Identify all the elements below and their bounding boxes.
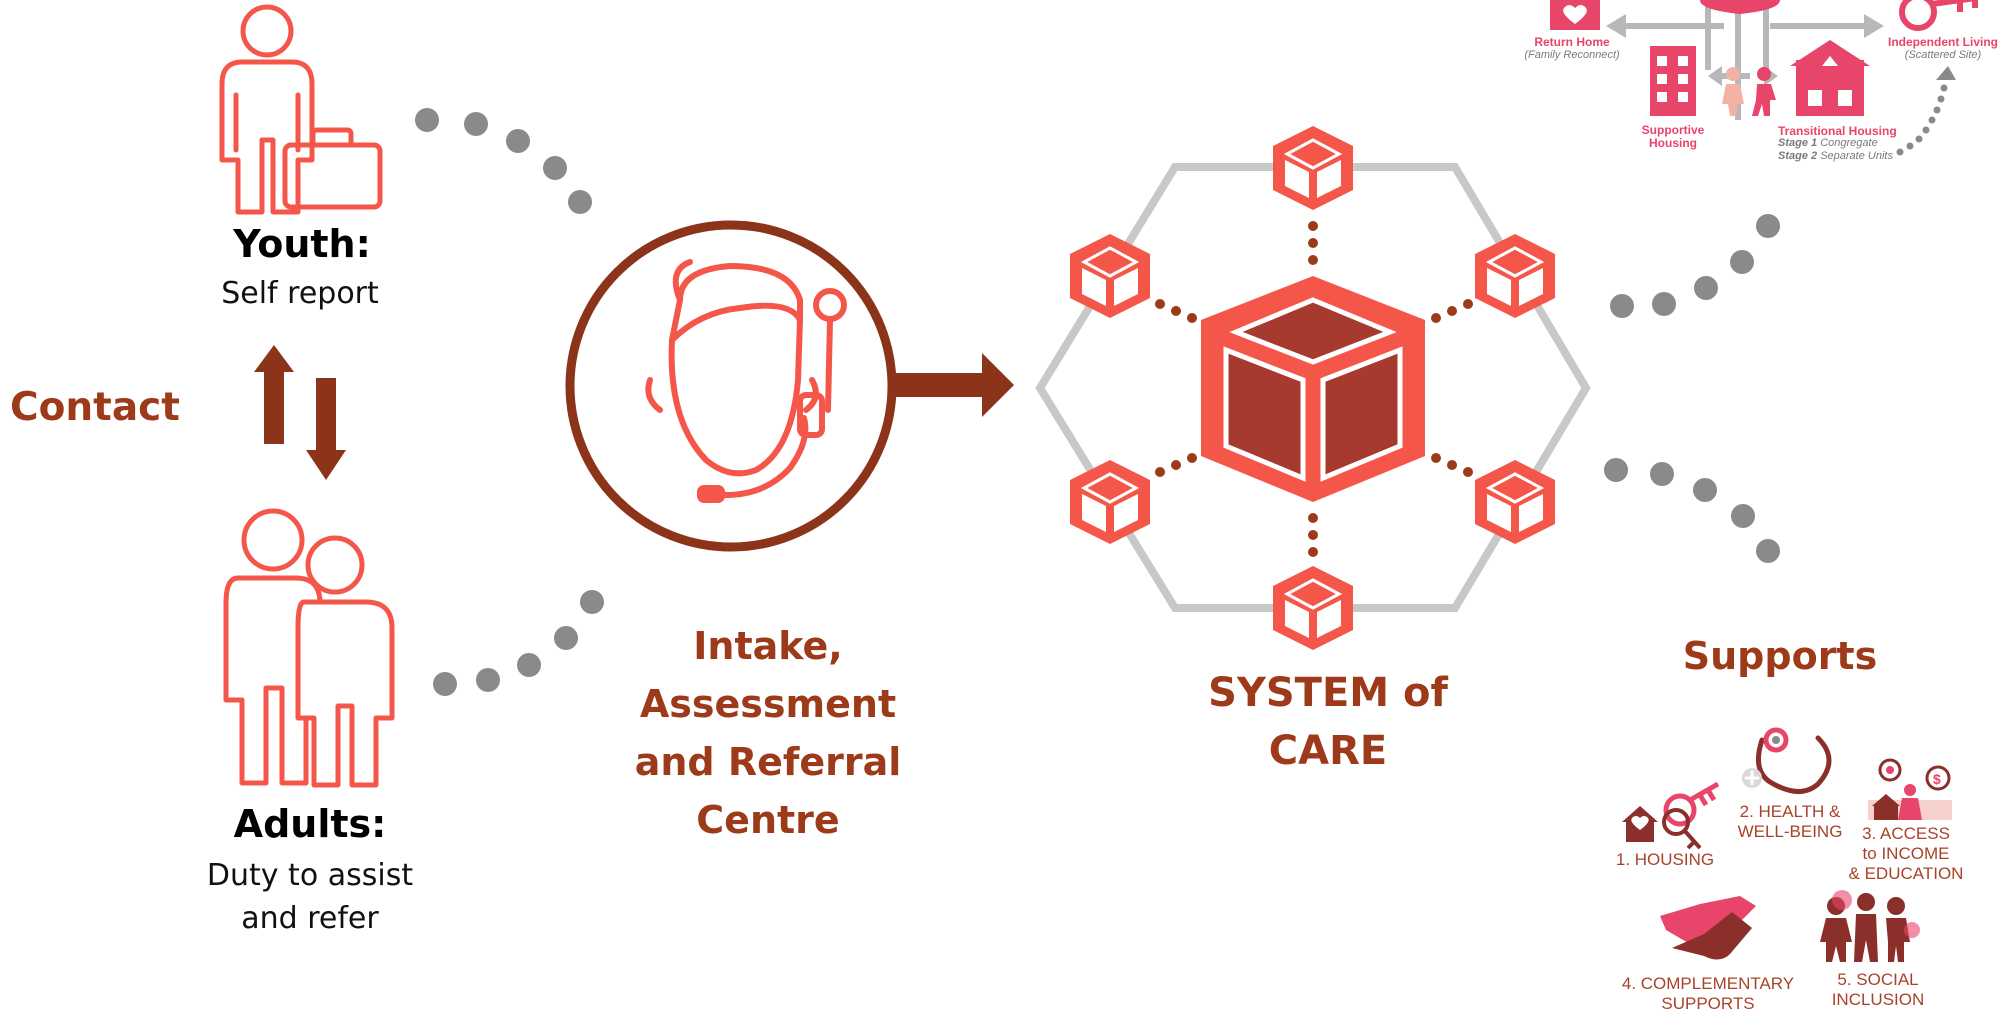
support-item-social: 5. SOCIAL INCLUSION bbox=[1831, 970, 1925, 1009]
housing-pathways-map bbox=[1550, 0, 1978, 156]
small-cube-icon-bottom bbox=[1273, 566, 1353, 650]
intake-centre-icon bbox=[565, 220, 897, 552]
intake-line4: Centre bbox=[696, 798, 840, 842]
small-cube-icon-bottom-left bbox=[1070, 460, 1150, 544]
return-home-icon bbox=[1550, 0, 1600, 30]
key-icon bbox=[1899, 0, 1978, 31]
stethoscope-icon bbox=[1742, 727, 1832, 794]
youth-subtitle: Self report bbox=[221, 276, 379, 311]
transitional-housing-label: Transitional Housing bbox=[1778, 124, 1897, 138]
independent-living-label: Independent Living bbox=[1888, 35, 1998, 49]
arrow-to-system bbox=[895, 353, 1014, 417]
income-education-icon: $ bbox=[1868, 758, 1952, 820]
adults-line2: and refer bbox=[241, 901, 379, 936]
system-line1: SYSTEM of bbox=[1208, 670, 1448, 716]
small-cube-icon-top bbox=[1273, 126, 1353, 210]
small-cube-icon-top-right bbox=[1475, 234, 1555, 318]
svg-text:$: $ bbox=[1933, 771, 1941, 787]
dots-youth-to-intake bbox=[415, 108, 592, 214]
dots-system-to-housing bbox=[1610, 214, 1780, 318]
youth-icon bbox=[219, 4, 383, 215]
central-cube-icon bbox=[1201, 276, 1425, 502]
transitional-stage1: Stage 1 Congregate bbox=[1778, 137, 1878, 149]
intake-line3: and Referral bbox=[634, 740, 902, 784]
contact-arrows bbox=[254, 345, 346, 480]
supports-icons: $ bbox=[1622, 727, 1952, 962]
supportive-housing-icon bbox=[1650, 46, 1696, 116]
handshake-icon bbox=[1660, 896, 1756, 960]
dots-adults-to-intake bbox=[433, 590, 604, 696]
transitional-housing-icon bbox=[1790, 40, 1870, 116]
small-cube-icon-bottom-right bbox=[1475, 460, 1555, 544]
return-home-sublabel: (Family Reconnect) bbox=[1524, 49, 1620, 61]
youth-title: Youth: bbox=[233, 222, 371, 266]
support-item-complementary: 4. COMPLEMENTARY SUPPORTS bbox=[1621, 974, 1795, 1013]
independent-living-sublabel: (Scattered Site) bbox=[1904, 49, 1982, 61]
intake-line1: Intake, bbox=[693, 624, 843, 668]
intake-line2: Assessment bbox=[639, 682, 897, 726]
system-of-care-diagram bbox=[1035, 126, 1591, 650]
system-line2: CARE bbox=[1268, 728, 1388, 774]
housing-support-icon bbox=[1622, 781, 1720, 850]
supports-label: Supports bbox=[1682, 634, 1878, 678]
headset-agent-icon bbox=[645, 259, 847, 503]
support-item-housing: 1. HOUSING bbox=[1615, 850, 1715, 869]
return-home-label: Return Home bbox=[1534, 35, 1610, 49]
adults-title: Adults: bbox=[233, 802, 387, 846]
adults-line1: Duty to assist bbox=[206, 858, 414, 893]
transitional-stage2: Stage 2 Separate Units bbox=[1778, 150, 1893, 162]
support-item-health: 2. HEALTH & WELL-BEING bbox=[1737, 802, 1843, 841]
support-item-income: 3. ACCESS to INCOME & EDUCATION bbox=[1848, 824, 1964, 883]
small-cube-icon-top-left bbox=[1070, 234, 1150, 318]
dots-system-to-supports bbox=[1604, 458, 1780, 563]
adults-icon bbox=[223, 508, 395, 788]
contact-label: Contact bbox=[10, 385, 180, 430]
supportive-housing-label: Supportive Housing bbox=[1641, 123, 1705, 150]
family-walking-icon bbox=[1722, 67, 1776, 116]
social-inclusion-icon bbox=[1820, 890, 1920, 962]
